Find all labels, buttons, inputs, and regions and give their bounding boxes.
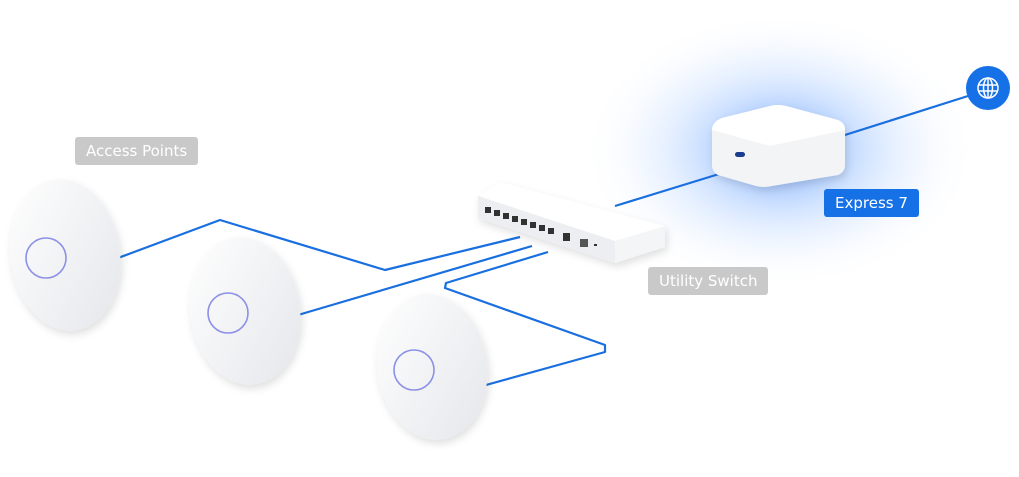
access-points-label: Access Points [75,137,199,165]
cable-ap1 [117,218,521,272]
cables [117,94,969,387]
cable-ap3 [443,250,607,387]
access-point-1 [9,179,121,331]
utility-switch-device [478,182,665,263]
globe-icon [977,77,999,99]
cable-switch-express [614,168,733,208]
cable-ap2 [297,244,533,317]
cable-express-internet [844,94,969,137]
ap-led-ring [25,237,67,279]
internet-node [966,66,1010,110]
access-point-2 [189,237,301,385]
express-7-device [712,105,845,187]
usb-c-port [735,152,745,157]
access-point-3 [376,294,488,440]
switch-ports [485,207,597,247]
ap-led-ring [207,292,249,334]
utility-switch-label: Utility Switch [648,267,769,295]
express-7-label: Express 7 [824,189,919,217]
ap-led-ring [393,349,435,391]
